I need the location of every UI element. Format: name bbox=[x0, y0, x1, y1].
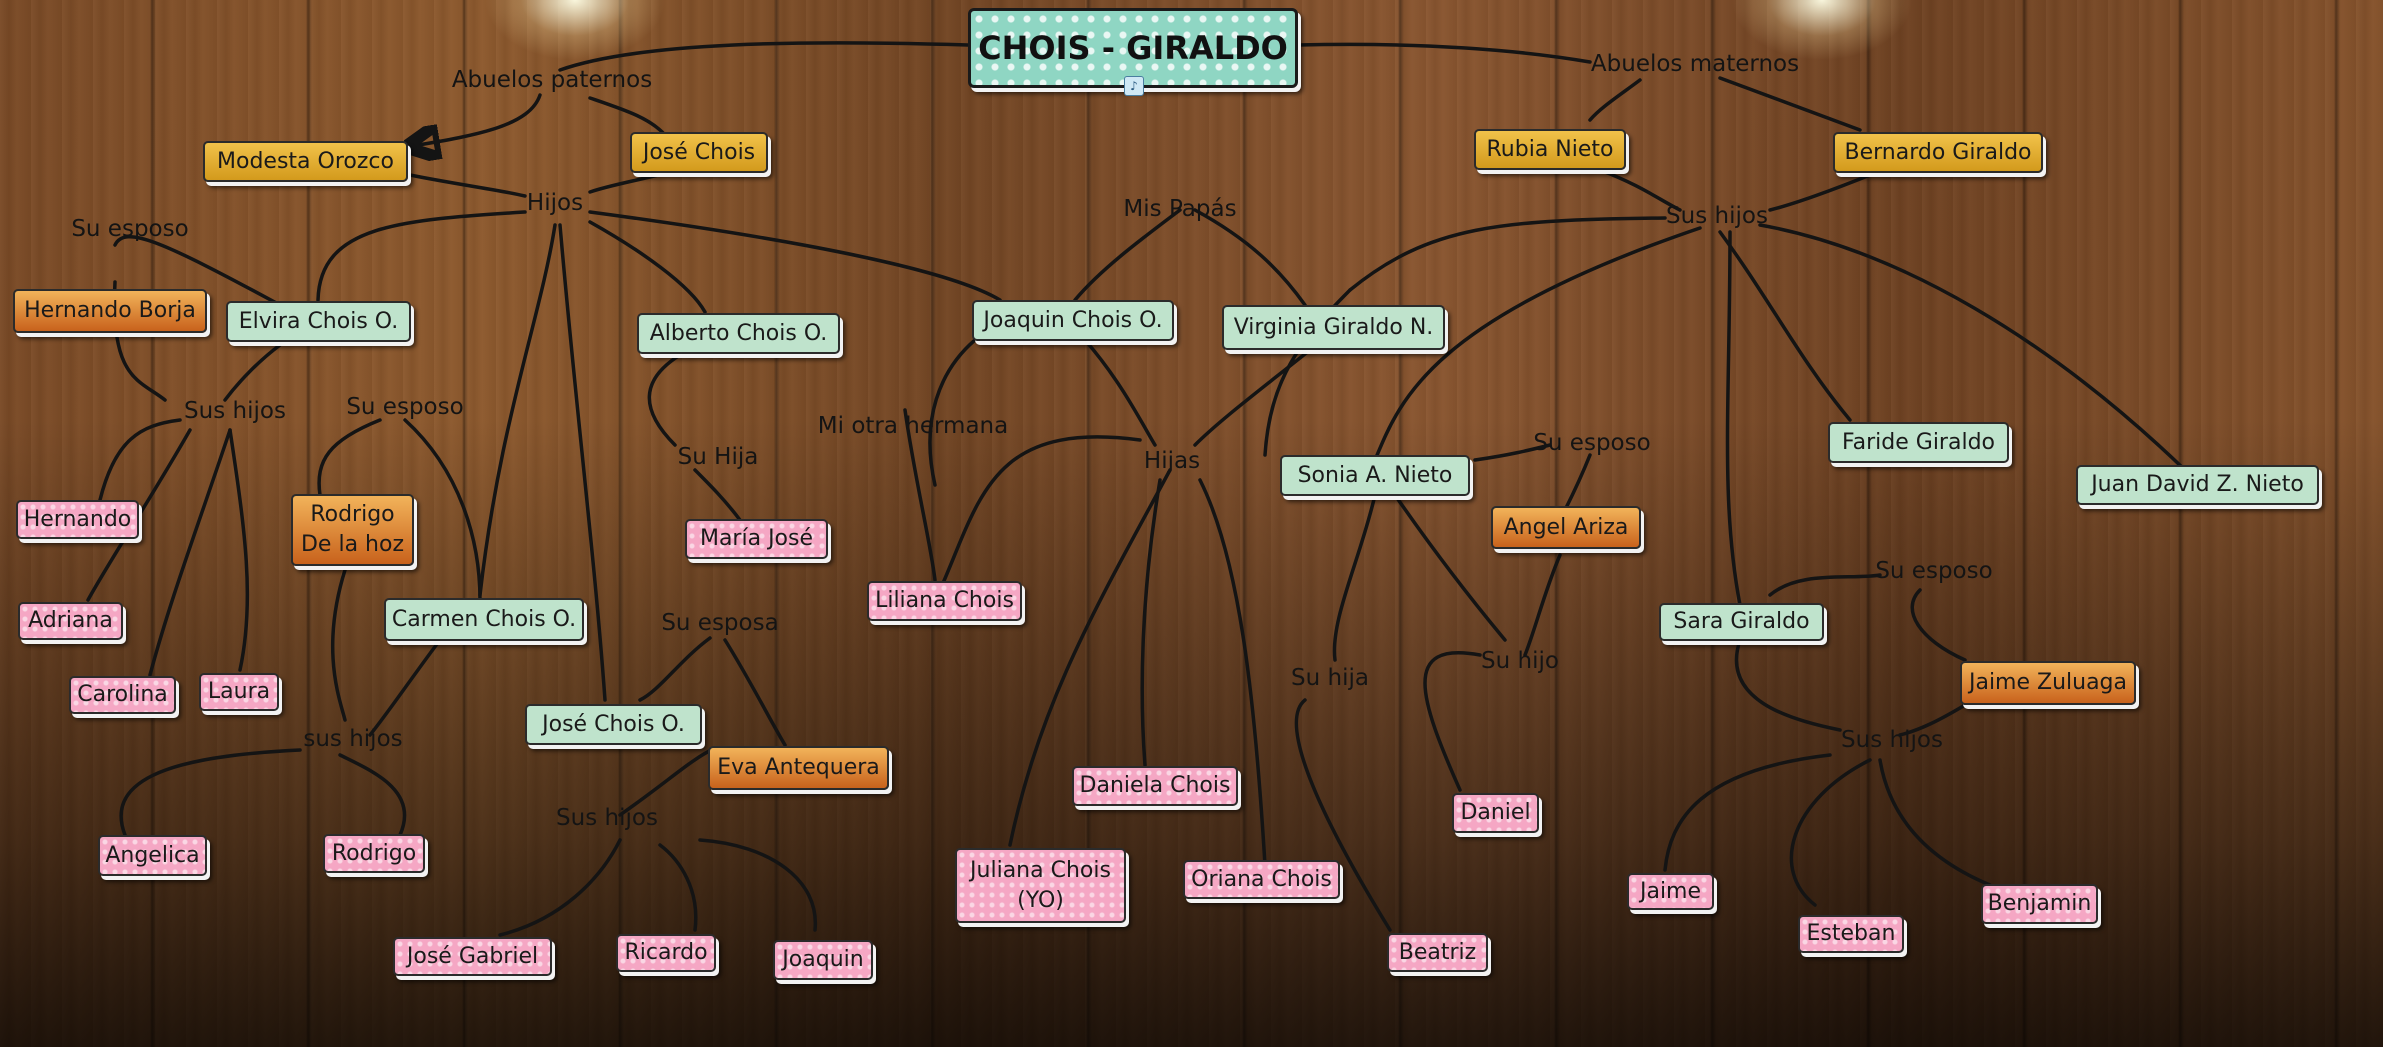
person-esteban[interactable]: Esteban bbox=[1798, 915, 1904, 953]
label-su-esposa: Su esposa bbox=[661, 610, 779, 636]
person-jaime-zuluaga[interactable]: Jaime Zuluaga bbox=[1960, 661, 2136, 705]
person-juan-david-nieto[interactable]: Juan David Z. Nieto bbox=[2076, 465, 2319, 505]
person-hernando[interactable]: Hernando bbox=[16, 500, 139, 539]
person-virginia-giraldo[interactable]: Virginia Giraldo N. bbox=[1222, 305, 1445, 350]
person-jose-chois[interactable]: José Chois bbox=[630, 132, 768, 173]
person-name: Angelica bbox=[105, 842, 200, 868]
person-name: Modesta Orozco bbox=[217, 148, 394, 174]
label-abuelos-maternos: Abuelos maternos bbox=[1590, 51, 1800, 77]
person-alberto-chois[interactable]: Alberto Chois O. bbox=[637, 313, 840, 354]
person-eva-antequera[interactable]: Eva Antequera bbox=[708, 746, 889, 790]
label-su-esposo: Su esposo bbox=[1533, 430, 1651, 456]
label-sus-hijos-maternos: Sus hijos bbox=[1666, 203, 1768, 229]
label-mis-papas: Mis Papás bbox=[1123, 196, 1237, 222]
person-sonia-nieto[interactable]: Sonia A. Nieto bbox=[1280, 455, 1470, 496]
diagram-title: CHOIS - GIRALDO bbox=[968, 8, 1298, 88]
label-su-esposo: Su esposo bbox=[346, 394, 464, 420]
label-su-esposo: Su esposo bbox=[1875, 558, 1993, 584]
person-laura[interactable]: Laura bbox=[199, 673, 279, 711]
person-name: Oriana Chois bbox=[1191, 866, 1332, 892]
person-jose-chois-o[interactable]: José Chois O. bbox=[525, 704, 702, 745]
person-name: Juliana Chois (YO) bbox=[970, 857, 1111, 913]
person-name: Sonia A. Nieto bbox=[1297, 462, 1453, 488]
person-daniela-chois[interactable]: Daniela Chois bbox=[1072, 766, 1238, 806]
label-su-hija: Su Hija bbox=[677, 444, 759, 470]
person-jose-gabriel[interactable]: José Gabriel bbox=[393, 937, 552, 976]
person-benjamin[interactable]: Benjamin bbox=[1981, 884, 2098, 924]
person-rubia-nieto[interactable]: Rubia Nieto bbox=[1474, 129, 1626, 170]
person-name: Faride Giraldo bbox=[1842, 429, 1995, 455]
person-name: Jaime bbox=[1639, 878, 1702, 904]
person-name: Beatriz bbox=[1398, 939, 1477, 965]
person-name: José Chois bbox=[642, 139, 756, 165]
person-name: José Gabriel bbox=[406, 943, 539, 969]
label-sus-hijos: Sus hijos bbox=[1841, 727, 1943, 753]
person-name: Hernando bbox=[23, 506, 132, 532]
label-hijas: Hijas bbox=[1143, 448, 1201, 474]
person-name: Alberto Chois O. bbox=[649, 320, 828, 346]
label-su-hijo: Su hijo bbox=[1481, 648, 1559, 674]
label-sus-hijos: sus hijos bbox=[303, 726, 403, 752]
person-name: Ricardo bbox=[624, 940, 708, 966]
person-joaquin[interactable]: Joaquin bbox=[773, 940, 873, 980]
person-name: Sara Giraldo bbox=[1673, 609, 1810, 635]
label-su-hija: Su hija bbox=[1291, 665, 1369, 691]
speaker-icon[interactable]: ♪ bbox=[1124, 76, 1144, 96]
label-sus-hijos: Sus hijos bbox=[184, 398, 286, 424]
person-modesta-orozco[interactable]: Modesta Orozco bbox=[203, 141, 408, 182]
person-name: Joaquin bbox=[782, 947, 864, 973]
person-maria-jose[interactable]: María José bbox=[685, 519, 828, 559]
person-hernando-borja[interactable]: Hernando Borja bbox=[13, 289, 207, 333]
person-name: Joaquin Chois O. bbox=[983, 307, 1163, 333]
person-name: Juan David Z. Nieto bbox=[2091, 472, 2304, 498]
person-name: Laura bbox=[207, 679, 271, 705]
person-name: Bernardo Giraldo bbox=[1844, 139, 2032, 165]
person-name: Benjamin bbox=[1987, 891, 2092, 917]
label-hijos: Hijos bbox=[526, 190, 584, 216]
person-jaime[interactable]: Jaime bbox=[1627, 873, 1714, 910]
person-name: Adriana bbox=[28, 608, 113, 634]
person-liliana-chois[interactable]: Liliana Chois bbox=[867, 581, 1022, 621]
person-elvira-chois[interactable]: Elvira Chois O. bbox=[226, 301, 411, 342]
label-su-esposo: Su esposo bbox=[71, 216, 189, 242]
person-juliana-chois-yo[interactable]: Juliana Chois (YO) bbox=[955, 848, 1126, 923]
person-name: Rodrigo De la hoz bbox=[300, 502, 404, 557]
person-faride-giraldo[interactable]: Faride Giraldo bbox=[1828, 422, 2009, 463]
person-ricardo[interactable]: Ricardo bbox=[616, 934, 716, 972]
person-name: María José bbox=[699, 526, 814, 552]
person-carolina[interactable]: Carolina bbox=[69, 676, 176, 714]
person-angelica[interactable]: Angelica bbox=[98, 835, 207, 876]
person-name: Rodrigo bbox=[331, 840, 417, 866]
person-angel-ariza[interactable]: Angel Ariza bbox=[1491, 506, 1641, 549]
person-name: Jaime Zuluaga bbox=[1968, 670, 2128, 696]
person-name: Virginia Giraldo N. bbox=[1233, 314, 1434, 340]
label-sus-hijos: Sus hijos bbox=[556, 805, 658, 831]
person-name: Daniel bbox=[1460, 800, 1531, 826]
person-beatriz[interactable]: Beatriz bbox=[1387, 933, 1488, 972]
person-name: Carmen Chois O. bbox=[391, 606, 577, 632]
person-oriana-chois[interactable]: Oriana Chois bbox=[1183, 860, 1340, 899]
label-mi-otra-hermana: Mi otra hermana bbox=[817, 413, 1009, 439]
person-name: Esteban bbox=[1806, 921, 1896, 947]
person-bernardo-giraldo[interactable]: Bernardo Giraldo bbox=[1833, 132, 2043, 173]
person-name: Hernando Borja bbox=[24, 298, 196, 324]
person-name: Liliana Chois bbox=[875, 588, 1014, 614]
label-abuelos-paternos: Abuelos paternos bbox=[451, 67, 653, 93]
person-adriana[interactable]: Adriana bbox=[18, 602, 123, 640]
person-name: José Chois O. bbox=[542, 711, 685, 737]
person-name: Carolina bbox=[77, 682, 168, 708]
person-name: Rubia Nieto bbox=[1486, 136, 1614, 162]
person-name: Daniela Chois bbox=[1079, 773, 1231, 799]
person-name: Eva Antequera bbox=[717, 755, 880, 781]
person-carmen-chois[interactable]: Carmen Chois O. bbox=[384, 598, 584, 641]
person-sara-giraldo[interactable]: Sara Giraldo bbox=[1659, 603, 1824, 641]
person-rodrigo-de-la-hoz[interactable]: Rodrigo De la hoz bbox=[291, 494, 414, 566]
person-rodrigo[interactable]: Rodrigo bbox=[323, 834, 425, 873]
person-name: Elvira Chois O. bbox=[238, 308, 399, 334]
person-joaquin-chois[interactable]: Joaquin Chois O. bbox=[972, 300, 1174, 341]
person-daniel[interactable]: Daniel bbox=[1452, 793, 1539, 833]
person-name: Angel Ariza bbox=[1503, 514, 1629, 540]
